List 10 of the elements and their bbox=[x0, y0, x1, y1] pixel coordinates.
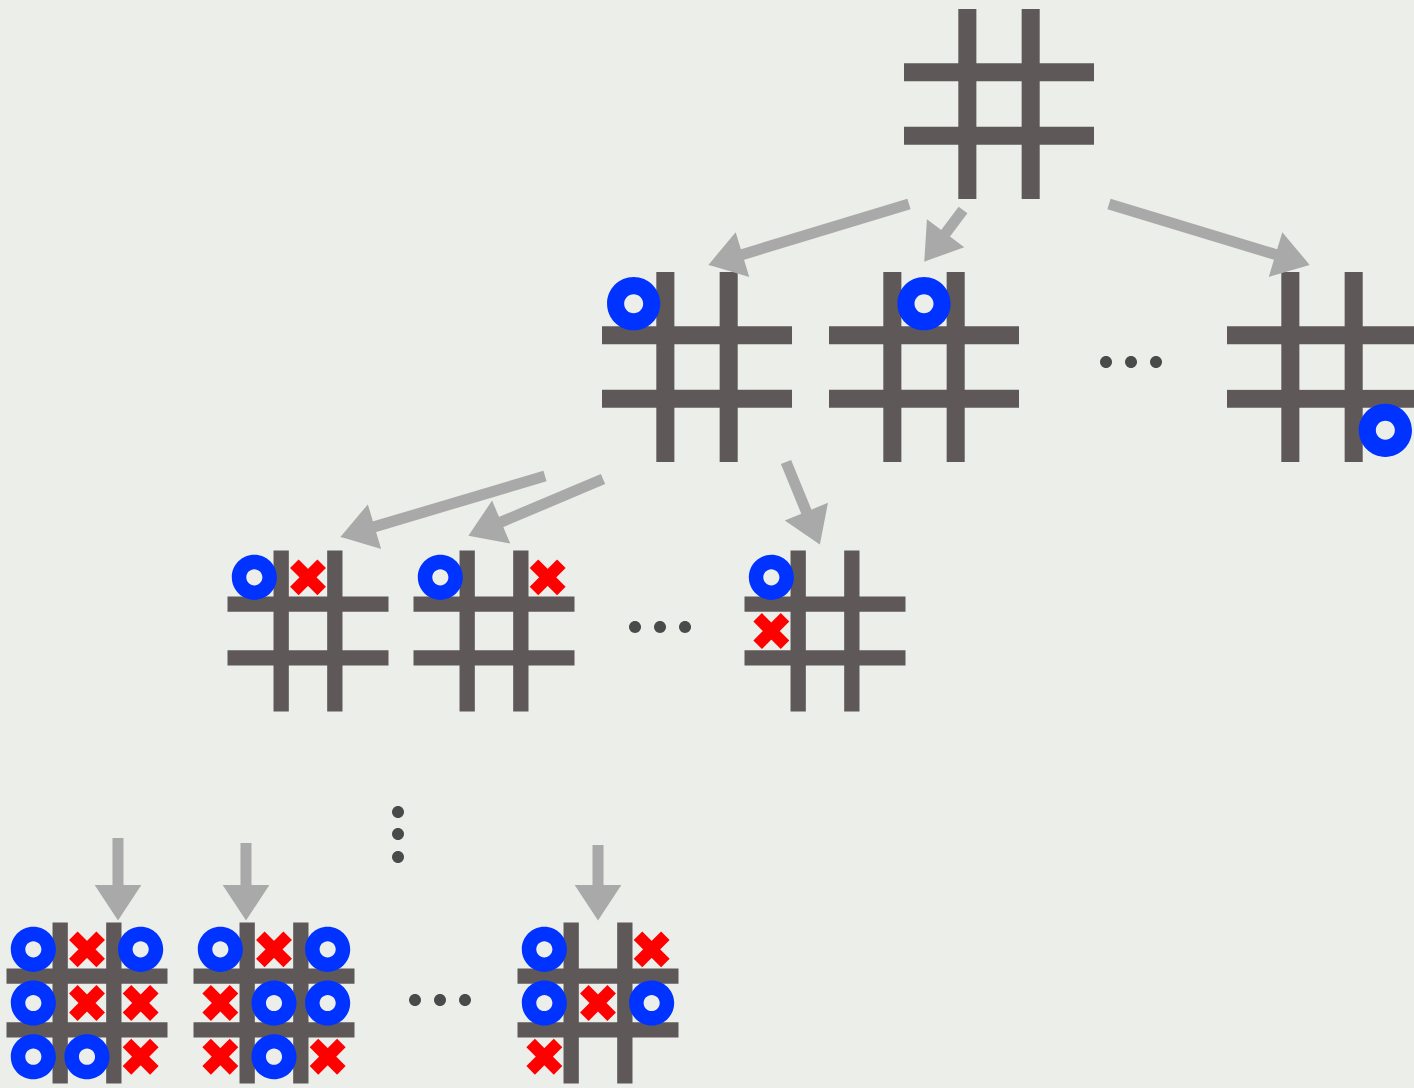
board-drawing bbox=[227, 550, 389, 712]
board-drawing bbox=[517, 922, 679, 1084]
board-drawing bbox=[413, 550, 575, 712]
board-drawing bbox=[193, 922, 355, 1084]
board-drawing bbox=[904, 9, 1094, 199]
board-drawing bbox=[6, 922, 168, 1084]
board-drawing bbox=[829, 272, 1019, 462]
board-drawing bbox=[744, 550, 906, 712]
board-drawing bbox=[602, 272, 792, 462]
board-drawing bbox=[1227, 272, 1414, 462]
